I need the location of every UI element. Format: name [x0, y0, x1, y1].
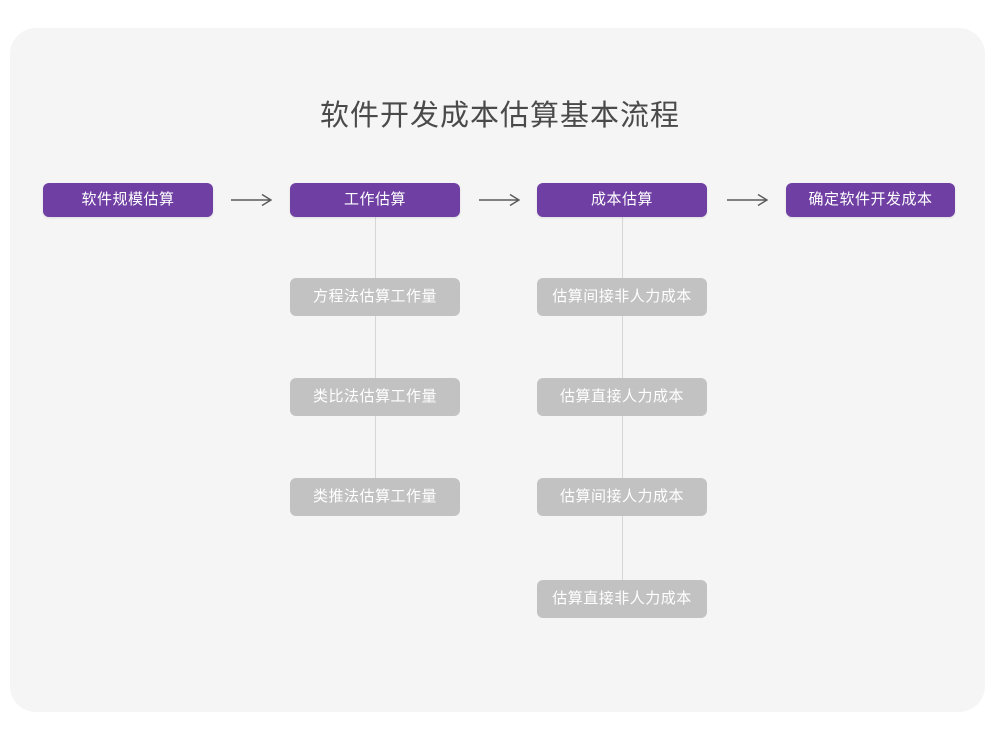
page-title: 软件开发成本估算基本流程 [319, 100, 680, 132]
connector-line-col3-1 [622, 217, 623, 278]
connector-line-col2-2 [375, 315, 376, 378]
sub-box-analogy-method[interactable]: 类比法估算工作量 [290, 378, 460, 416]
connector-line-col3-4 [622, 515, 623, 580]
sub-box-indirect-nonlabor-cost[interactable]: 估算间接非人力成本 [537, 278, 707, 316]
arrow-right-icon [231, 193, 275, 207]
sub-box-equation-method[interactable]: 方程法估算工作量 [290, 278, 460, 316]
arrow-right-icon [727, 193, 771, 207]
stage-box-software-scale[interactable]: 软件规模估算 [43, 183, 213, 217]
connector-line-col2-3 [375, 415, 376, 478]
connector-line-col3-2 [622, 315, 623, 378]
sub-box-direct-labor-cost[interactable]: 估算直接人力成本 [537, 378, 707, 416]
stage-box-determine-cost[interactable]: 确定软件开发成本 [786, 183, 955, 217]
sub-box-direct-nonlabor-cost[interactable]: 估算直接非人力成本 [537, 580, 707, 618]
connector-line-col2-1 [375, 217, 376, 278]
content-card [10, 28, 985, 712]
connector-line-col3-3 [622, 415, 623, 478]
sub-box-inference-method[interactable]: 类推法估算工作量 [290, 478, 460, 516]
arrow-right-icon [479, 193, 523, 207]
stage-box-effort-estimation[interactable]: 工作估算 [290, 183, 460, 217]
stage-box-cost-estimation[interactable]: 成本估算 [537, 183, 707, 217]
sub-box-indirect-labor-cost[interactable]: 估算间接人力成本 [537, 478, 707, 516]
